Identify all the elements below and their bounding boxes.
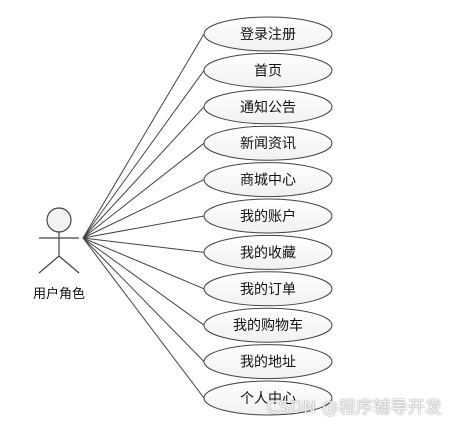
actor-left-leg <box>38 255 60 274</box>
use-case-oval <box>203 344 333 380</box>
use-case-oval <box>203 198 333 234</box>
use-case-oval <box>203 380 333 416</box>
association-line <box>82 70 205 239</box>
association-line <box>82 237 205 290</box>
actor-label: 用户角色 <box>32 287 85 302</box>
association-line <box>82 237 205 253</box>
association-line <box>82 33 205 239</box>
use-case-item: 我的地址 <box>203 344 333 380</box>
use-case-label: 登录注册 <box>240 27 296 43</box>
use-case-item: 我的收藏 <box>203 234 333 270</box>
use-case-item: 我的账户 <box>203 198 333 234</box>
use-case-item: 我的购物车 <box>203 307 333 343</box>
association-line <box>82 237 205 399</box>
use-case-label: 我的收藏 <box>240 245 296 261</box>
use-case-oval <box>203 307 333 343</box>
use-case-oval <box>203 16 333 52</box>
use-case-oval <box>203 52 333 88</box>
actor-figure <box>38 207 80 274</box>
use-case-item: 个人中心 <box>203 380 333 416</box>
use-case-item: 商城中心 <box>203 162 333 198</box>
association-line <box>82 106 205 239</box>
use-case-label: 商城中心 <box>240 173 296 189</box>
use-case-label: 新闻资讯 <box>240 136 296 152</box>
use-case-item: 新闻资讯 <box>203 125 333 161</box>
use-case-oval <box>203 89 333 125</box>
use-case-oval <box>203 271 333 307</box>
use-case-label: 我的订单 <box>240 282 296 298</box>
use-case-item: 通知公告 <box>203 89 333 125</box>
use-case-list: 登录注册首页通知公告新闻资讯商城中心我的账户我的收藏我的订单我的购物车我的地址个… <box>203 16 333 416</box>
association-line <box>82 142 205 239</box>
use-case-label: 我的购物车 <box>233 317 303 334</box>
association-line <box>82 179 205 239</box>
use-case-label: 个人中心 <box>240 391 296 407</box>
use-case-label: 通知公告 <box>240 99 296 116</box>
use-case-oval <box>203 234 333 270</box>
use-case-item: 首页 <box>203 52 333 88</box>
use-case-item: 我的订单 <box>203 271 333 307</box>
association-line <box>82 215 205 239</box>
watermark-text: CSDN @程序辅导开发 <box>266 398 442 418</box>
use-case-item: 登录注册 <box>203 16 333 52</box>
use-case-label: 我的地址 <box>240 355 296 371</box>
use-case-oval <box>203 125 333 161</box>
use-case-oval <box>203 162 333 198</box>
use-case-label: 我的账户 <box>240 208 296 225</box>
actor-right-leg <box>58 255 80 274</box>
association-line <box>82 237 205 362</box>
use-case-label: 首页 <box>254 63 282 79</box>
association-line <box>82 237 205 326</box>
association-lines <box>82 33 205 399</box>
actor-head <box>46 207 72 233</box>
